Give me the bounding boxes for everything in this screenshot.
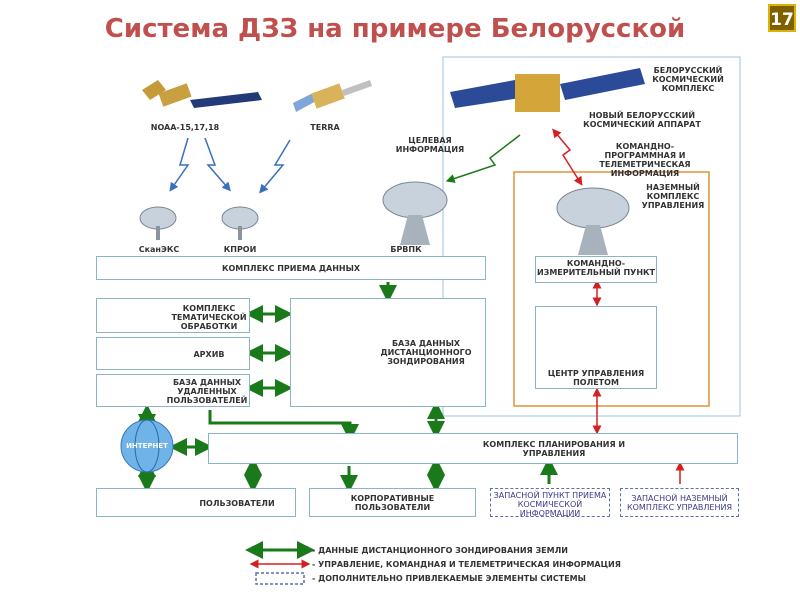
backup-receive-box: ЗАПАСНОЙ ПУНКТ ПРИЕМА КОСМИЧЕСКОЙ ИНФОРМ… [490, 488, 610, 518]
remote-db-label: БАЗА ДАННЫХ УДАЛЕННЫХ ПОЛЬЗОВАТЕЛЕЙ [166, 378, 248, 405]
legend-control-label: - УПРАВЛЕНИЕ, КОМАНДНАЯ И ТЕЛЕМЕТРИЧЕСКА… [312, 560, 621, 569]
target-info-link [445, 134, 521, 183]
target-info-label: ЦЕЛЕВАЯ ИНФОРМАЦИЯ [395, 136, 465, 154]
slide-number: 17 [768, 4, 796, 32]
users-label: ПОЛЬЗОВАТЕЛИ [199, 499, 275, 508]
terra-label: TERRA [310, 123, 340, 132]
backup-ground-label: ЗАПАСНОЙ НАЗЕМНЫЙ КОМПЛЕКС УПРАВЛЕНИЯ [626, 494, 733, 512]
noaa-label: NOAA-15,17,18 [150, 123, 220, 132]
telemetry-link [552, 128, 583, 186]
remote-db-box: БАЗА ДАННЫХ УДАЛЕННЫХ ПОЛЬЗОВАТЕЛЕЙ [96, 374, 250, 407]
noaa-scanex-link [169, 137, 190, 192]
flight-center-box: ЦЕНТР УПРАВЛЕНИЯ ПОЛЕТОМ [535, 306, 657, 389]
remote-db-planning-arrow [208, 410, 359, 442]
new-satellite-label: НОВЫЙ БЕЛОРУССКИЙ КОСМИЧЕСКИЙ АППАРАТ [583, 111, 701, 129]
rs-db-label: БАЗА ДАННЫХ ДИСТАНЦИОННОГО ЗОНДИРОВАНИЯ [380, 339, 472, 366]
users-box: ПОЛЬЗОВАТЕЛИ [96, 488, 296, 517]
belarus-satellite-icon [450, 68, 645, 112]
kproi-dish-icon [221, 206, 259, 240]
ground-dish-icon [556, 187, 630, 255]
reception-complex-box: КОМПЛЕКС ПРИЕМА ДАННЫХ [96, 256, 486, 280]
legend-swatch-extra [255, 572, 305, 585]
belarus-complex-frame [442, 56, 741, 417]
legend-extra-label: - ДОПОЛНИТЕЛЬНО ПРИВЛЕКАЕМЫЕ ЭЛЕМЕНТЫ СИ… [312, 574, 586, 583]
ground-complex-frame [513, 171, 710, 407]
corporate-box: КОРПОРАТИВНЫЕ ПОЛЬЗОВАТЕЛИ [309, 488, 476, 517]
noaa-kproi-link [204, 137, 231, 192]
internet-label: ИНТЕРНЕТ [126, 442, 168, 450]
command-program-label: КОМАНДНО-ПРОГРАММНАЯ И ТЕЛЕМЕТРИЧЕСКАЯ И… [599, 142, 691, 178]
brvpk-label: БРВПК [390, 245, 422, 254]
noaa-satellite-icon [142, 80, 262, 108]
page-title: Система ДЗЗ на примере Белорусской [104, 14, 686, 44]
archive-box: АРХИВ [96, 337, 250, 370]
corporate-label: КОРПОРАТИВНЫЕ ПОЛЬЗОВАТЕЛИ [350, 494, 435, 512]
legend-data-label: - ДАННЫЕ ДИСТАНЦИОННОГО ЗОНДИРОВАНИЯ ЗЕМ… [312, 546, 568, 555]
reception-label: КОМПЛЕКС ПРИЕМА ДАННЫХ [221, 264, 361, 273]
planning-label: КОМПЛЕКС ПЛАНИРОВАНИЯ И УПРАВЛЕНИЯ [482, 440, 626, 458]
kproi-label: КПРОИ [223, 245, 257, 254]
belarus-complex-label: БЕЛОРУССКИЙ КОСМИЧЕСКИЙ КОМПЛЕКС [652, 66, 724, 93]
flight-center-label: ЦЕНТР УПРАВЛЕНИЯ ПОЛЕТОМ [547, 369, 645, 387]
brvpk-dish-icon [382, 181, 448, 245]
terra-kproi-link [259, 139, 291, 194]
command-point-box: КОМАНДНО-ИЗМЕРИТЕЛЬНЫЙ ПУНКТ [535, 256, 657, 283]
scanex-dish-icon [139, 206, 177, 240]
planning-box: КОМПЛЕКС ПЛАНИРОВАНИЯ И УПРАВЛЕНИЯ [208, 433, 738, 464]
scanex-label: СканЭКС [138, 245, 180, 254]
thematic-label: КОМПЛЕКС ТЕМАТИЧЕСКОЙ ОБРАБОТКИ [171, 304, 247, 331]
command-point-label: КОМАНДНО-ИЗМЕРИТЕЛЬНЫЙ ПУНКТ [536, 259, 656, 277]
thematic-box: КОМПЛЕКС ТЕМАТИЧЕСКОЙ ОБРАБОТКИ [96, 298, 250, 333]
backup-ground-box: ЗАПАСНОЙ НАЗЕМНЫЙ КОМПЛЕКС УПРАВЛЕНИЯ [620, 488, 739, 517]
backup-receive-label: ЗАПАСНОЙ ПУНКТ ПРИЕМА КОСМИЧЕСКОЙ ИНФОРМ… [493, 491, 607, 518]
terra-satellite-icon [293, 80, 372, 112]
ground-complex-label: НАЗЕМНЫЙ КОМПЛЕКС УПРАВЛЕНИЯ [641, 183, 705, 210]
rs-db-box: БАЗА ДАННЫХ ДИСТАНЦИОННОГО ЗОНДИРОВАНИЯ [290, 298, 486, 407]
internet-globe-icon [120, 419, 174, 473]
archive-label: АРХИВ [193, 350, 225, 359]
